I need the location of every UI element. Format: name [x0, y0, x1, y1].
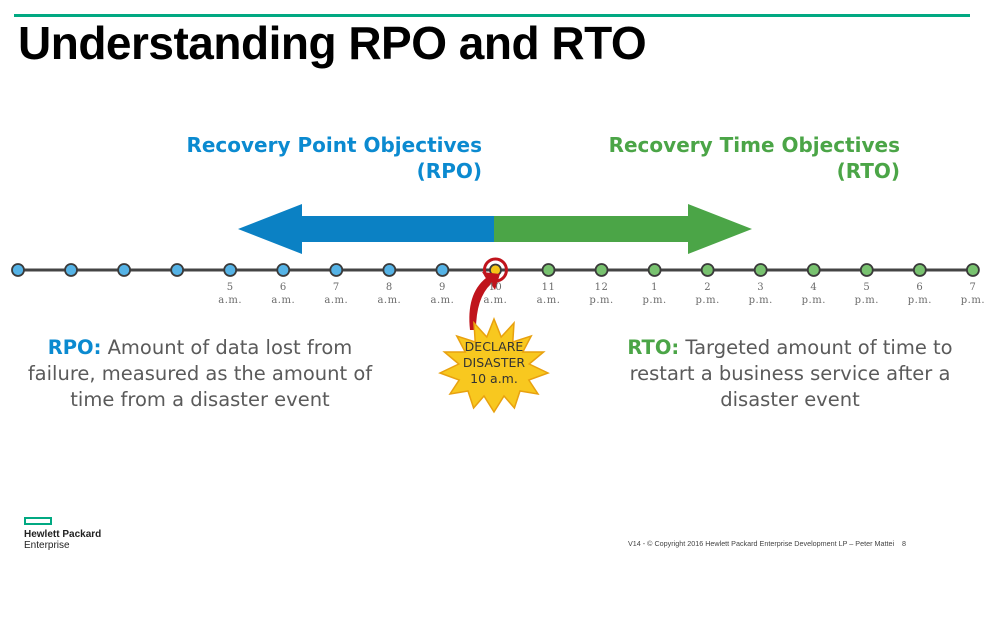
timeline-node [541, 263, 556, 277]
hpe-logo: Hewlett Packard Enterprise [24, 529, 101, 551]
tick-label: 10 a.m. [475, 281, 515, 307]
tick-period: p.m. [695, 295, 720, 306]
tick-period: a.m. [430, 295, 455, 306]
tick-period: p.m. [907, 295, 932, 306]
timeline-node [382, 263, 397, 277]
rto-description: RTO: Targeted amount of time to restart … [598, 335, 982, 413]
rto-arrow [494, 204, 752, 254]
tick-hour: 2 [704, 282, 712, 293]
tick-label: 5 p.m. [847, 281, 887, 307]
timeline-node [700, 263, 715, 277]
tick-label: 7 a.m. [316, 281, 356, 307]
rpo-heading-line2: (RPO) [416, 159, 482, 183]
timeline-node [435, 263, 450, 277]
tick-period: a.m. [536, 295, 561, 306]
rto-description-lead: RTO: [627, 336, 680, 359]
tick-hour: 5 [863, 282, 871, 293]
tick-hour: 9 [438, 282, 446, 293]
tick-hour: 7 [332, 282, 340, 293]
tick-period: a.m. [271, 295, 296, 306]
timeline-node [117, 263, 131, 277]
tick-hour: 1 [651, 282, 659, 293]
tick-label: 3 p.m. [741, 281, 781, 307]
tick-label: 7 p.m. [953, 281, 993, 307]
timeline-node [966, 263, 980, 277]
disaster-pointer-arrow [469, 272, 500, 330]
timeline-node [170, 263, 185, 277]
page-number: 8 [902, 539, 907, 548]
timeline-node [223, 263, 238, 277]
tick-label: 11 a.m. [529, 281, 569, 307]
rpo-heading-line1: Recovery Point Objectives [186, 133, 482, 157]
slide-title: Understanding RPO and RTO [18, 17, 647, 69]
tick-hour: 8 [385, 282, 393, 293]
tick-period: p.m. [748, 295, 773, 306]
tick-period: a.m. [218, 295, 243, 306]
tick-label: 5 a.m. [210, 281, 250, 307]
tick-period: p.m. [801, 295, 826, 306]
declare-disaster-burst [438, 316, 550, 414]
logo-division: Enterprise [24, 540, 70, 551]
tick-label: 6 a.m. [263, 281, 303, 307]
tick-period: a.m. [483, 295, 508, 306]
rto-heading-line1: Recovery Time Objectives [608, 133, 900, 157]
timeline-node [329, 263, 344, 277]
timeline-node [753, 263, 768, 277]
tick-label: 2 p.m. [688, 281, 728, 307]
slide-footer: V14 - © Copyright 2016 Hewlett Packard E… [628, 539, 906, 548]
burst-line3: 10 a.m. [470, 371, 518, 386]
tick-period: p.m. [854, 295, 879, 306]
timeline-node [647, 263, 662, 277]
rto-heading: Recovery Time Objectives (RTO) [580, 132, 900, 184]
tick-period: p.m. [642, 295, 667, 306]
tick-label: 12 p.m. [582, 281, 622, 307]
tick-hour: 10 [488, 282, 503, 293]
burst-line1: DECLARE [464, 339, 524, 354]
tick-label: 4 p.m. [794, 281, 834, 307]
rpo-description: RPO: Amount of data lost from failure, m… [26, 335, 374, 413]
declare-disaster-label: DECLARE DISASTER 10 a.m. [424, 339, 564, 387]
hpe-logo-mark [24, 517, 52, 525]
rpo-description-text: Amount of data lost from failure, measur… [27, 336, 373, 411]
rpo-heading: Recovery Point Objectives (RPO) [150, 132, 482, 184]
footer-copyright: V14 - © Copyright 2016 Hewlett Packard E… [628, 539, 895, 548]
timeline-node [64, 263, 78, 277]
tick-hour: 4 [810, 282, 818, 293]
tick-hour: 11 [541, 282, 556, 293]
tick-label: 8 a.m. [369, 281, 409, 307]
rto-description-text: Targeted amount of time to restart a bus… [629, 336, 953, 411]
tick-period: p.m. [589, 295, 614, 306]
tick-hour: 7 [969, 282, 977, 293]
timeline-node [276, 263, 291, 277]
tick-label: 9 a.m. [422, 281, 462, 307]
tick-hour: 6 [916, 282, 924, 293]
tick-label: 6 p.m. [900, 281, 940, 307]
tick-period: p.m. [960, 295, 986, 306]
burst-line2: DISASTER [462, 355, 526, 370]
tick-hour: 6 [279, 282, 287, 293]
timeline-node [11, 263, 25, 277]
title-accent-rule [14, 14, 970, 17]
tick-period: a.m. [324, 295, 349, 306]
tick-label: 1 p.m. [635, 281, 675, 307]
timeline-node [806, 263, 821, 277]
rpo-arrow [238, 204, 494, 254]
timeline-node [594, 263, 609, 277]
tick-hour: 3 [757, 282, 765, 293]
rto-heading-line2: (RTO) [836, 159, 900, 183]
timeline-node [859, 263, 874, 277]
tick-hour: 12 [594, 282, 609, 293]
rpo-description-lead: RPO: [47, 336, 102, 359]
logo-company: Hewlett Packard [24, 529, 102, 540]
tick-period: a.m. [377, 295, 402, 306]
timeline-nodes [11, 257, 980, 283]
tick-hour: 5 [226, 282, 234, 293]
timeline-node [912, 263, 927, 277]
